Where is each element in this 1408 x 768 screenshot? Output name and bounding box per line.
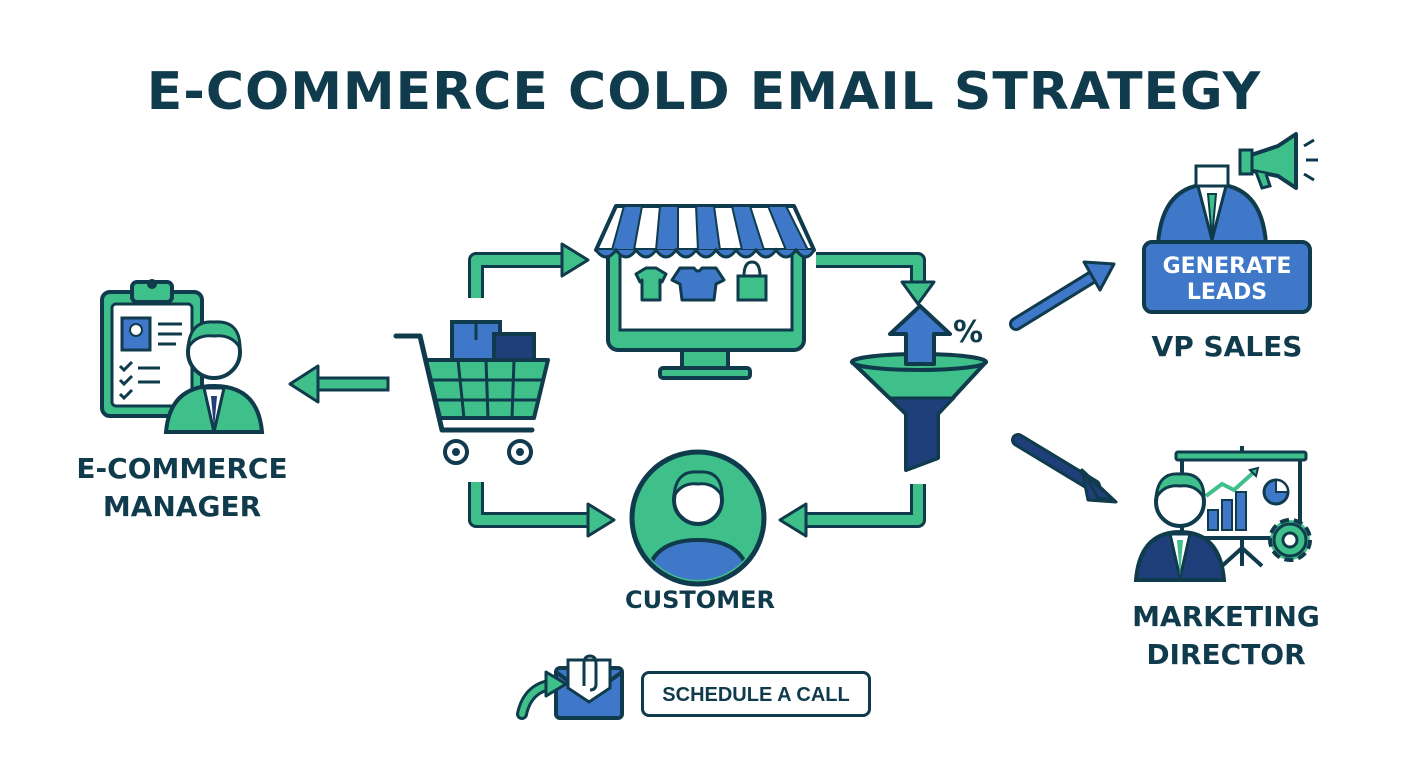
vp-sales-label: VP SALES bbox=[1152, 330, 1303, 363]
badge-line2: LEADS bbox=[1187, 280, 1267, 305]
gear-icon bbox=[1268, 518, 1312, 562]
schedule-call-button[interactable]: SCHEDULE A CALL bbox=[641, 671, 871, 717]
arrow-funnel-to-vp-sales bbox=[1009, 260, 1116, 331]
manager-label-line1: E-COMMERCE bbox=[76, 452, 287, 485]
envelope-icon bbox=[516, 654, 624, 720]
customer-icon bbox=[629, 449, 767, 587]
vp-sales-icon bbox=[1155, 164, 1269, 246]
percent-symbol: % bbox=[953, 315, 983, 350]
customer-label: CUSTOMER bbox=[625, 586, 775, 614]
arrow-store-to-funnel bbox=[816, 252, 936, 306]
manager-label-line2: MANAGER bbox=[103, 490, 261, 523]
funnel-icon bbox=[850, 304, 988, 472]
arrow-cart-to-store bbox=[468, 242, 590, 298]
manager-icon bbox=[100, 279, 265, 434]
megaphone-icon bbox=[1238, 132, 1318, 190]
generate-leads-badge: GENERATE LEADS bbox=[1142, 240, 1312, 314]
marketing-director-line1: MARKETING bbox=[1132, 600, 1320, 633]
page-title: E-COMMERCE COLD EMAIL STRATEGY bbox=[146, 62, 1262, 122]
arrow-funnel-to-marketing-director bbox=[1011, 433, 1118, 504]
person-icon bbox=[163, 320, 265, 434]
shopping-cart-icon bbox=[393, 320, 550, 465]
badge-line1: GENERATE bbox=[1163, 254, 1292, 279]
marketing-director-icon bbox=[1133, 472, 1227, 582]
marketing-director-line2: DIRECTOR bbox=[1146, 638, 1305, 671]
arrow-cart-to-customer bbox=[468, 482, 616, 538]
storefront-monitor-icon bbox=[594, 204, 816, 380]
arrow-funnel-to-customer bbox=[778, 484, 926, 538]
arrow-cart-to-manager bbox=[288, 364, 390, 404]
